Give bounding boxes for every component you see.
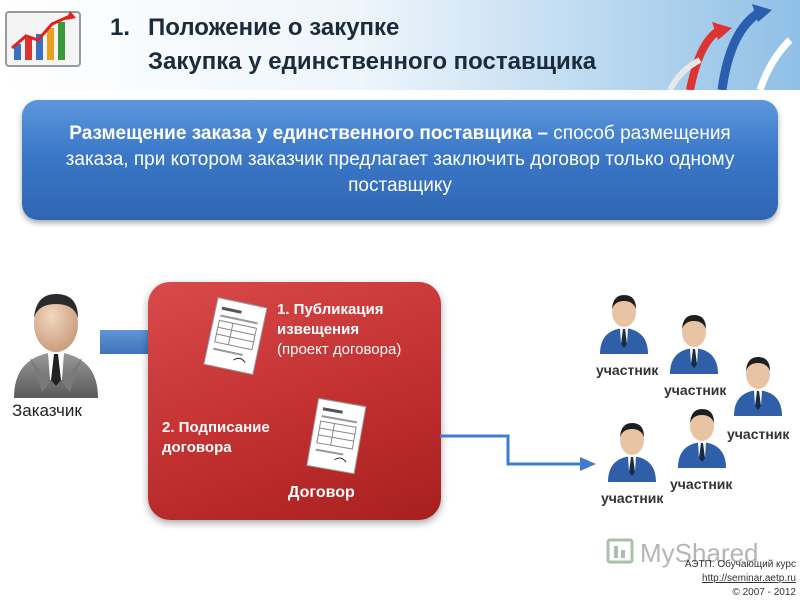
participant-icon [596, 292, 652, 354]
svg-text:MyShared: MyShared [640, 538, 759, 568]
contract-document-icon [306, 397, 367, 475]
participant-label: участник [670, 476, 733, 492]
contract-label: Договор [288, 484, 355, 501]
process-box [148, 282, 441, 520]
header-banner: 1. Положение о закупке Закупка у единстве… [0, 0, 800, 90]
participant-icon [666, 312, 722, 374]
participant-label: участник [596, 362, 659, 378]
customer-person-icon [14, 294, 98, 398]
definition-text: Размещение заказа у единственного постав… [58, 121, 742, 199]
footer-course: АЭТП. Обучающий курс [684, 559, 796, 570]
title-number: 1. [110, 14, 131, 41]
participant-label: участник [664, 382, 727, 398]
participant-icon [674, 406, 730, 468]
step-signing: 2. Подписание договора [162, 419, 270, 456]
definition-body: способ размещения заказа, при котором за… [65, 123, 735, 196]
definition-box: Размещение заказа у единственного постав… [22, 100, 778, 220]
step-publication: 1. Публикация извещения (проект договора… [277, 300, 427, 360]
myshared-watermark-logo: MyShared [606, 538, 759, 568]
footer-link[interactable]: http://seminar.aetp.ru [702, 573, 796, 584]
title-text: Положение о закупке [148, 14, 400, 41]
participant-label: участник [727, 426, 790, 442]
footer-copyright: © 2007 - 2012 [732, 587, 796, 598]
arrow-to-participants-icon [440, 434, 596, 471]
footer-credits: АЭТП. Обучающий курс http://seminar.aetp… [685, 558, 796, 600]
participant-label: участник [601, 490, 664, 506]
document-icon [203, 296, 268, 376]
header-arrows-decoration [667, 4, 793, 90]
page-title-line1: 1. Положение о закупке [110, 14, 399, 42]
growth-chart-icon [5, 11, 81, 67]
participant-icon [604, 420, 660, 482]
customer-label: Заказчик [12, 401, 82, 420]
page-title-line2: Закупка у единственного поставщика [148, 48, 597, 75]
definition-term: Размещение заказа у единственного постав… [69, 123, 548, 144]
step1-note: (проект договора) [277, 341, 402, 358]
participant-icon [730, 354, 786, 416]
step1-title: 1. Публикация извещения [277, 301, 384, 338]
